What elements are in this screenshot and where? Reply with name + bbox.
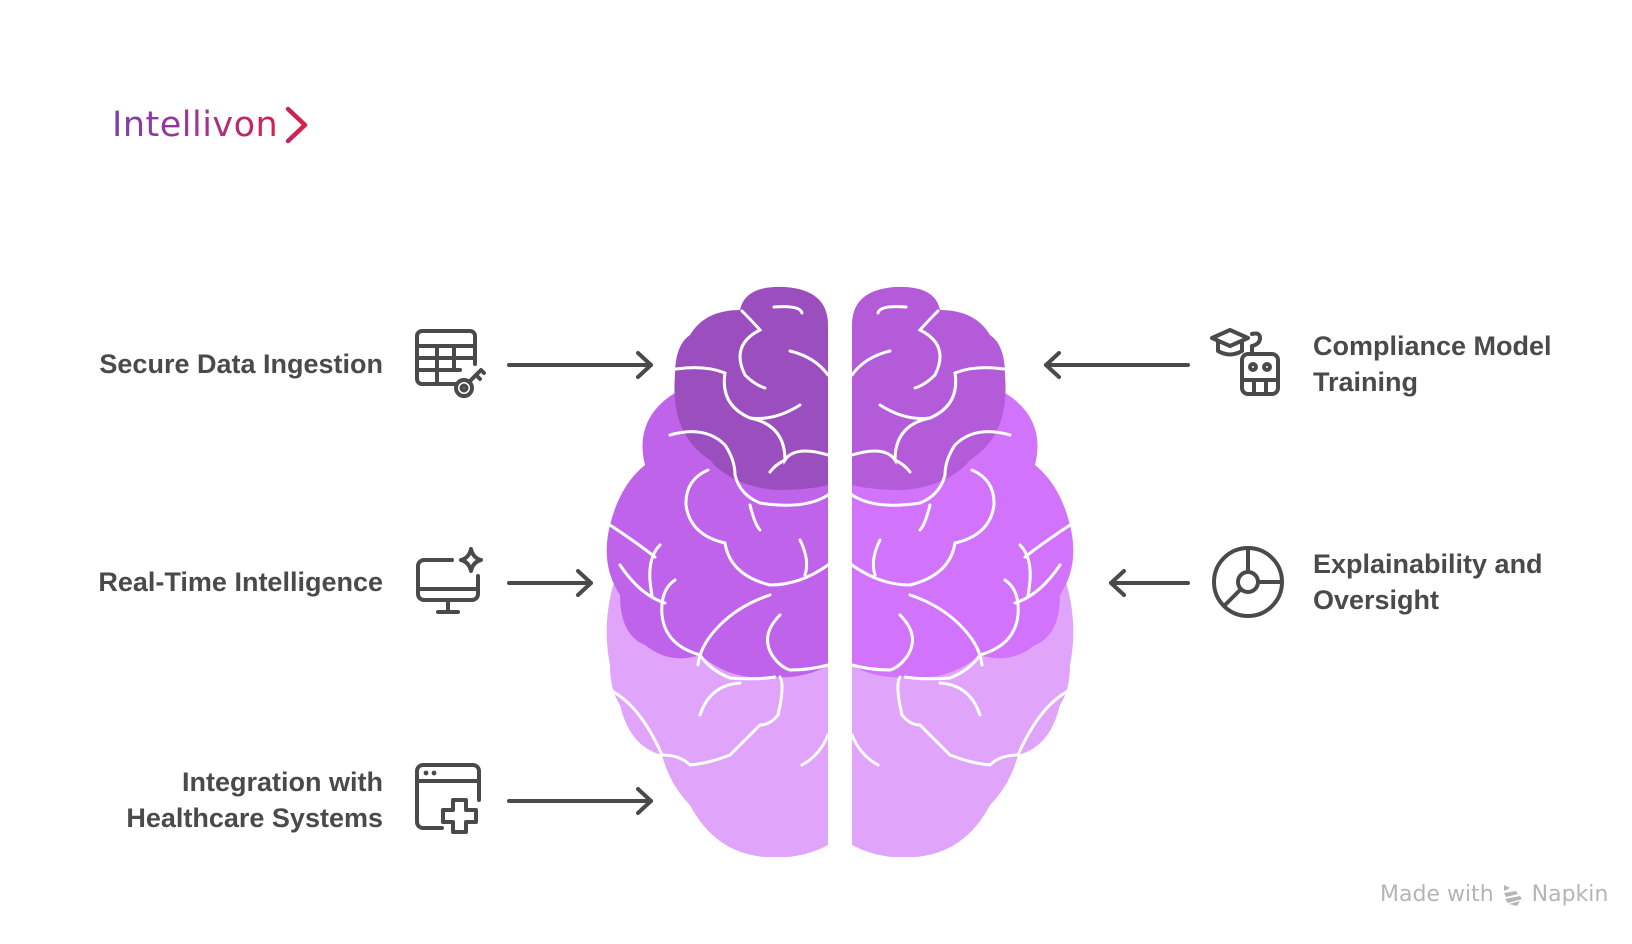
brand-name: Intellivon (112, 105, 279, 145)
napkin-brand: Napkin (1531, 882, 1609, 907)
arrow-right-icon (507, 351, 653, 379)
graduation-robot-icon (1210, 328, 1280, 396)
steering-wheel-icon (1212, 546, 1284, 618)
made-with-napkin: Made with Napkin (1380, 882, 1608, 907)
arrow-left-icon (1109, 569, 1190, 597)
made-with-text: Made with (1380, 882, 1494, 907)
arrow-right-icon (507, 569, 593, 597)
brain-right-hemisphere (850, 286, 1074, 857)
label-secure-data-ingestion: Secure Data Ingestion (99, 349, 383, 379)
brain-illustration (606, 286, 1074, 857)
label-real-time-intelligence: Real-Time Intelligence (98, 567, 383, 597)
label-explainability-oversight: Explainability and Oversight (1313, 549, 1543, 615)
monitor-sparkle-icon (416, 547, 483, 614)
label-compliance-model-training: Compliance Model Training (1313, 331, 1552, 397)
brain-left-hemisphere (606, 286, 830, 857)
napkin-logo-icon (1503, 884, 1522, 906)
label-integration-healthcare: Integration with Healthcare Systems (126, 767, 383, 833)
browser-plus-icon (415, 763, 481, 834)
chevron-right-icon (286, 106, 308, 144)
arrow-left-icon (1044, 351, 1190, 379)
table-key-icon (415, 329, 486, 398)
arrow-right-icon (507, 787, 653, 815)
brand-logo: Intellivon (112, 100, 310, 150)
